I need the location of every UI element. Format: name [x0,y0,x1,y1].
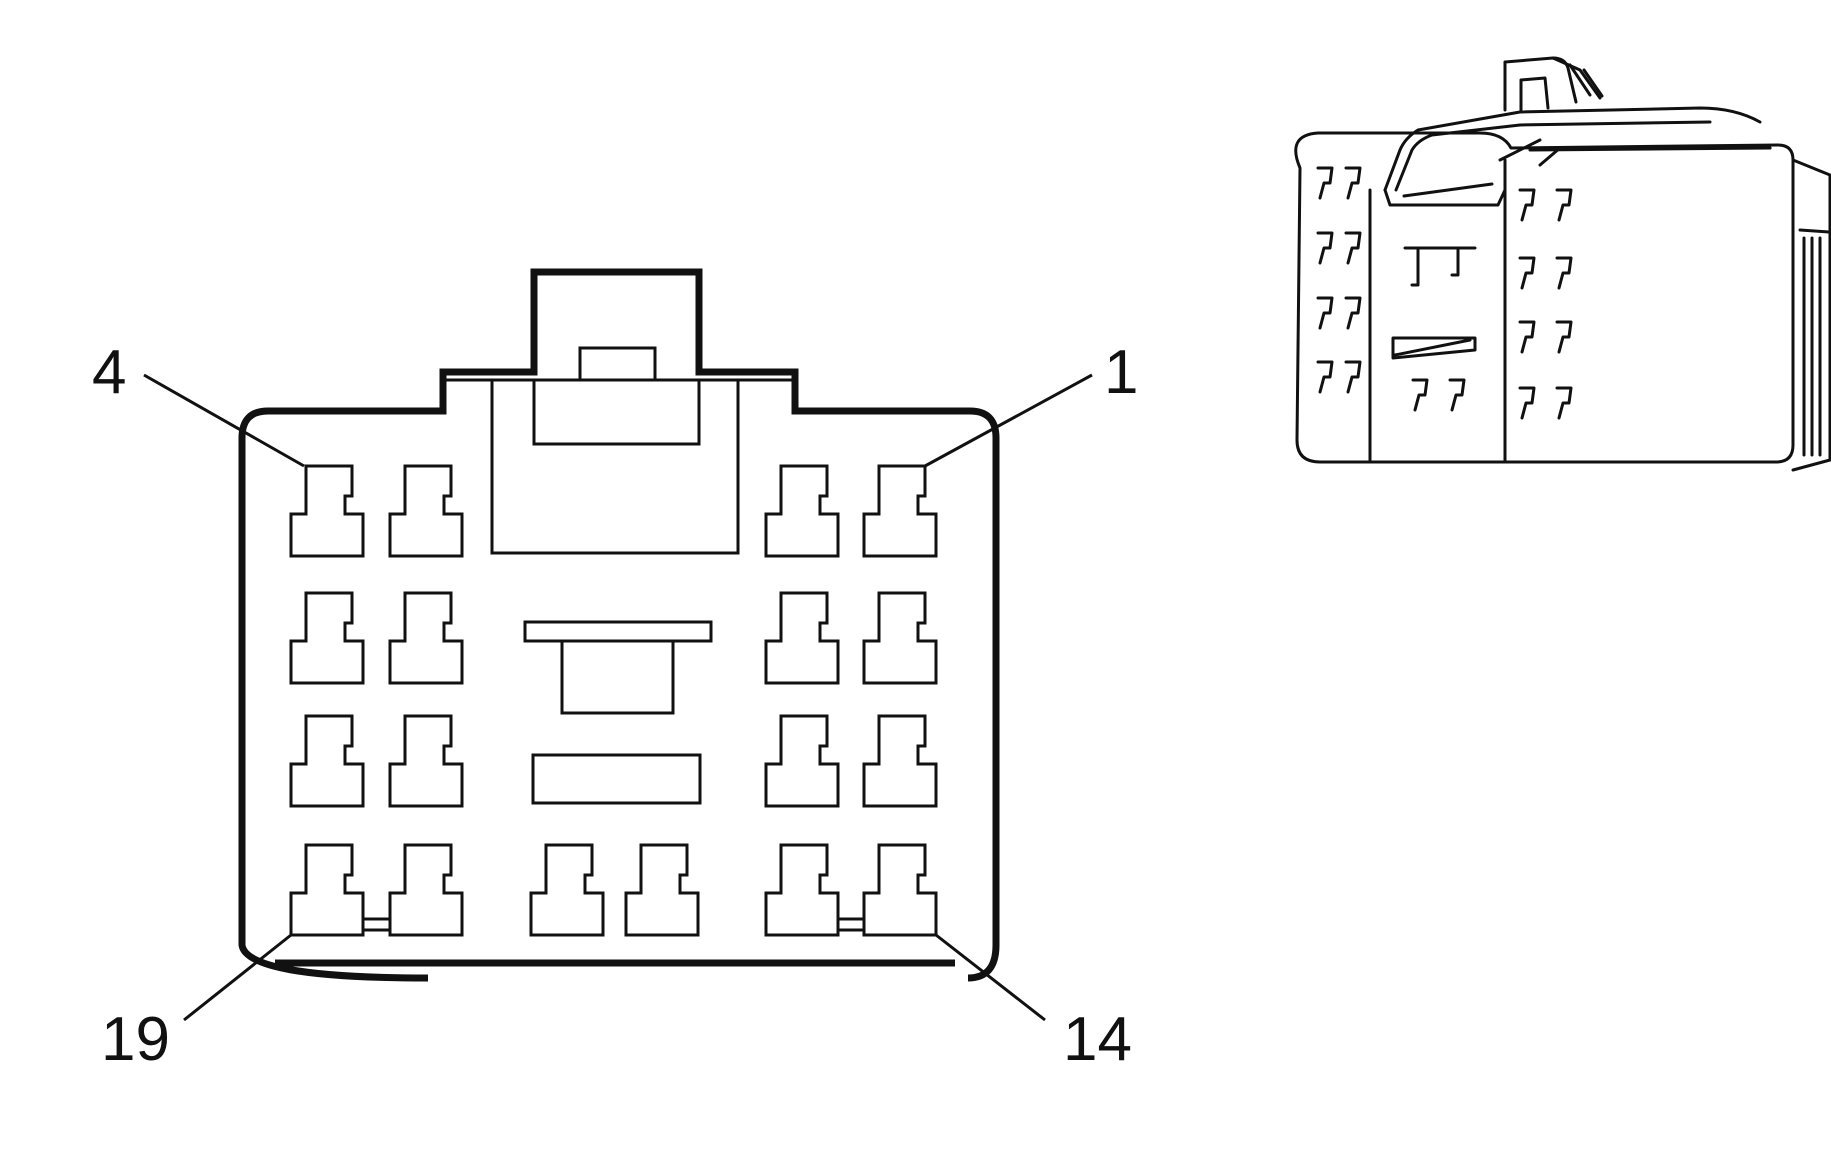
pin-label-top-left: 4 [92,338,126,407]
terminal-cavity [764,464,840,558]
pin-label-top-right: 1 [1104,338,1138,407]
terminal-cavity [388,843,464,937]
terminal-cavity [388,464,464,558]
terminal-cavity [764,843,840,937]
terminal-cavity [764,591,840,685]
leader-line-pin-14 [935,933,1046,1022]
terminal-cavity [289,843,365,937]
isometric-terminal-marks [1316,166,1573,420]
keying-features [523,620,713,805]
connector-face-view: 4 1 19 14 [92,268,1138,1074]
terminal-cavity [624,843,700,937]
terminal-cavity [388,714,464,808]
terminal-cavity [388,591,464,685]
connector-isometric-view [1294,56,1831,472]
terminal-cavity [764,714,840,808]
leader-line-pin-19 [183,933,292,1022]
leader-line-pin-1 [924,373,1093,468]
terminal-cavity [862,843,938,937]
terminal-cavity [862,591,938,685]
terminal-cavity [529,843,605,937]
pin-label-bottom-right: 14 [1063,1005,1132,1074]
terminal-cavity [289,591,365,685]
latch-window [443,346,795,555]
terminal-cavity [289,714,365,808]
terminal-cavities [289,464,938,937]
pin-leader-lines [143,373,1093,1022]
terminal-cavity [862,464,938,558]
terminal-cavity [862,714,938,808]
leader-line-pin-4 [143,373,305,468]
connector-housing [238,268,1000,982]
cavity-bridges [361,917,866,932]
terminal-cavity [289,464,365,558]
pin-label-bottom-left: 19 [101,1005,170,1074]
